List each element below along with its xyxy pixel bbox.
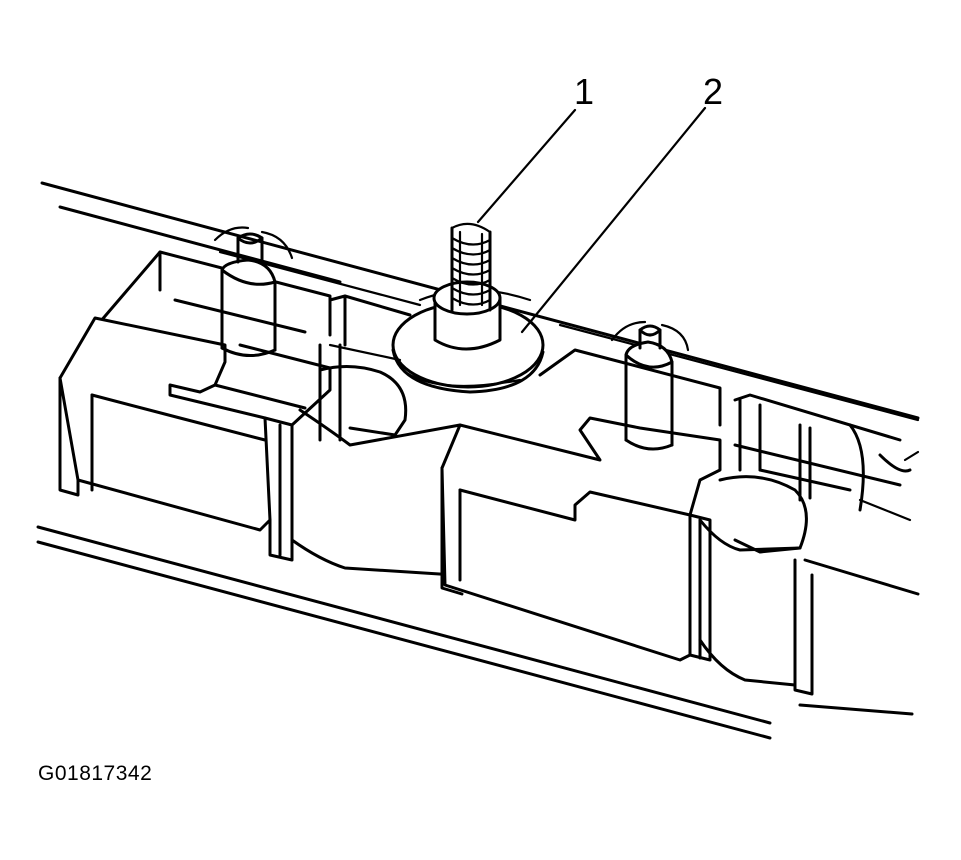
right-post	[610, 320, 690, 451]
right-clip	[698, 393, 912, 696]
left-clip	[290, 294, 462, 577]
right-housing	[440, 348, 722, 662]
leader-line-1	[476, 108, 577, 224]
figure-id: G01817342	[38, 762, 153, 785]
leader-line-2	[520, 106, 707, 334]
left-housing	[58, 250, 332, 562]
lower-rail	[36, 525, 772, 740]
callout-1: 1	[574, 71, 594, 112]
callout-2: 2	[703, 71, 723, 112]
spring	[450, 222, 492, 312]
right-rail	[798, 450, 920, 716]
left-post	[213, 226, 294, 357]
